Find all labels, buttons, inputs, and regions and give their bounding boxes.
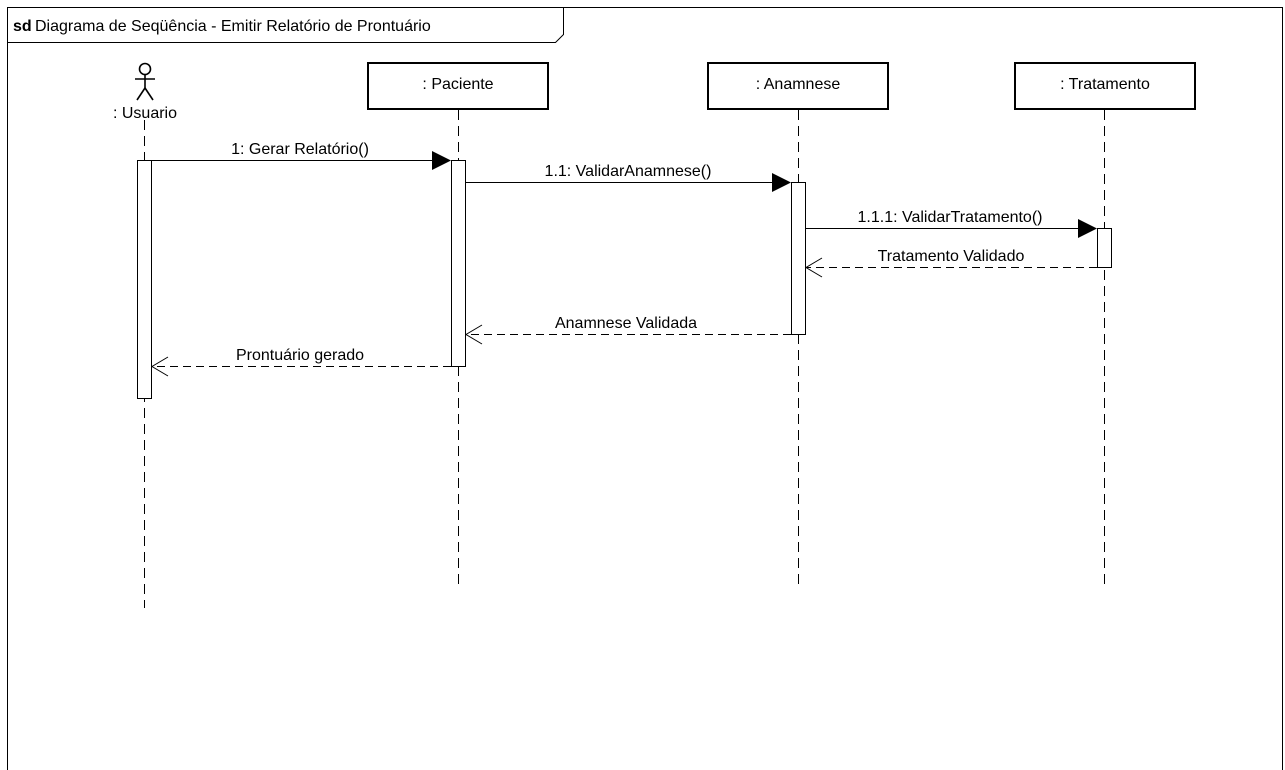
filled-arrowhead [772,173,791,192]
filled-arrowhead [432,151,451,170]
frame-keyword: sd [13,18,32,35]
participant-label: : Tratamento [1060,76,1150,93]
participant-label: : Paciente [422,76,493,93]
message-label: Prontuário gerado [236,347,364,364]
message-1: 1: Gerar Relatório() [151,141,451,170]
open-arrowhead [805,257,823,278]
participant-label: : Usuario [113,105,177,122]
participant-anamnese: : Anamnese [707,62,889,110]
participant-paciente: : Paciente [367,62,549,110]
message-label: 1: Gerar Relatório() [231,141,369,158]
message-1-1: 1.1: ValidarAnamnese() [465,163,791,192]
return-anamnese-validada: Anamnese Validada [465,315,791,345]
return-tratamento-validado: Tratamento Validado [805,248,1097,278]
activation-usuario [137,160,152,399]
message-label: Anamnese Validada [555,315,697,332]
message-label: 1.1.1: ValidarTratamento() [858,209,1043,226]
filled-arrowhead [1078,219,1097,238]
message-label: Tratamento Validado [878,248,1025,265]
open-arrowhead [151,356,169,377]
participant-tratamento: : Tratamento [1014,62,1196,110]
open-arrowhead [465,324,483,345]
frame-title: Diagrama de Seqüência - Emitir Relatório… [35,18,431,35]
activation-tratamento [1097,228,1112,268]
frame-title-tab [7,7,564,43]
actor-usuario: : Usuario [113,62,177,122]
message-1-1-1: 1.1.1: ValidarTratamento() [805,209,1097,238]
return-prontuario-gerado: Prontuário gerado [151,347,451,377]
activation-paciente [451,160,466,367]
diagram-frame [7,7,1283,770]
participant-label: : Anamnese [756,76,841,93]
activation-anamnese [791,182,806,335]
message-label: 1.1: ValidarAnamnese() [545,163,712,180]
stick-figure-icon [135,62,155,101]
